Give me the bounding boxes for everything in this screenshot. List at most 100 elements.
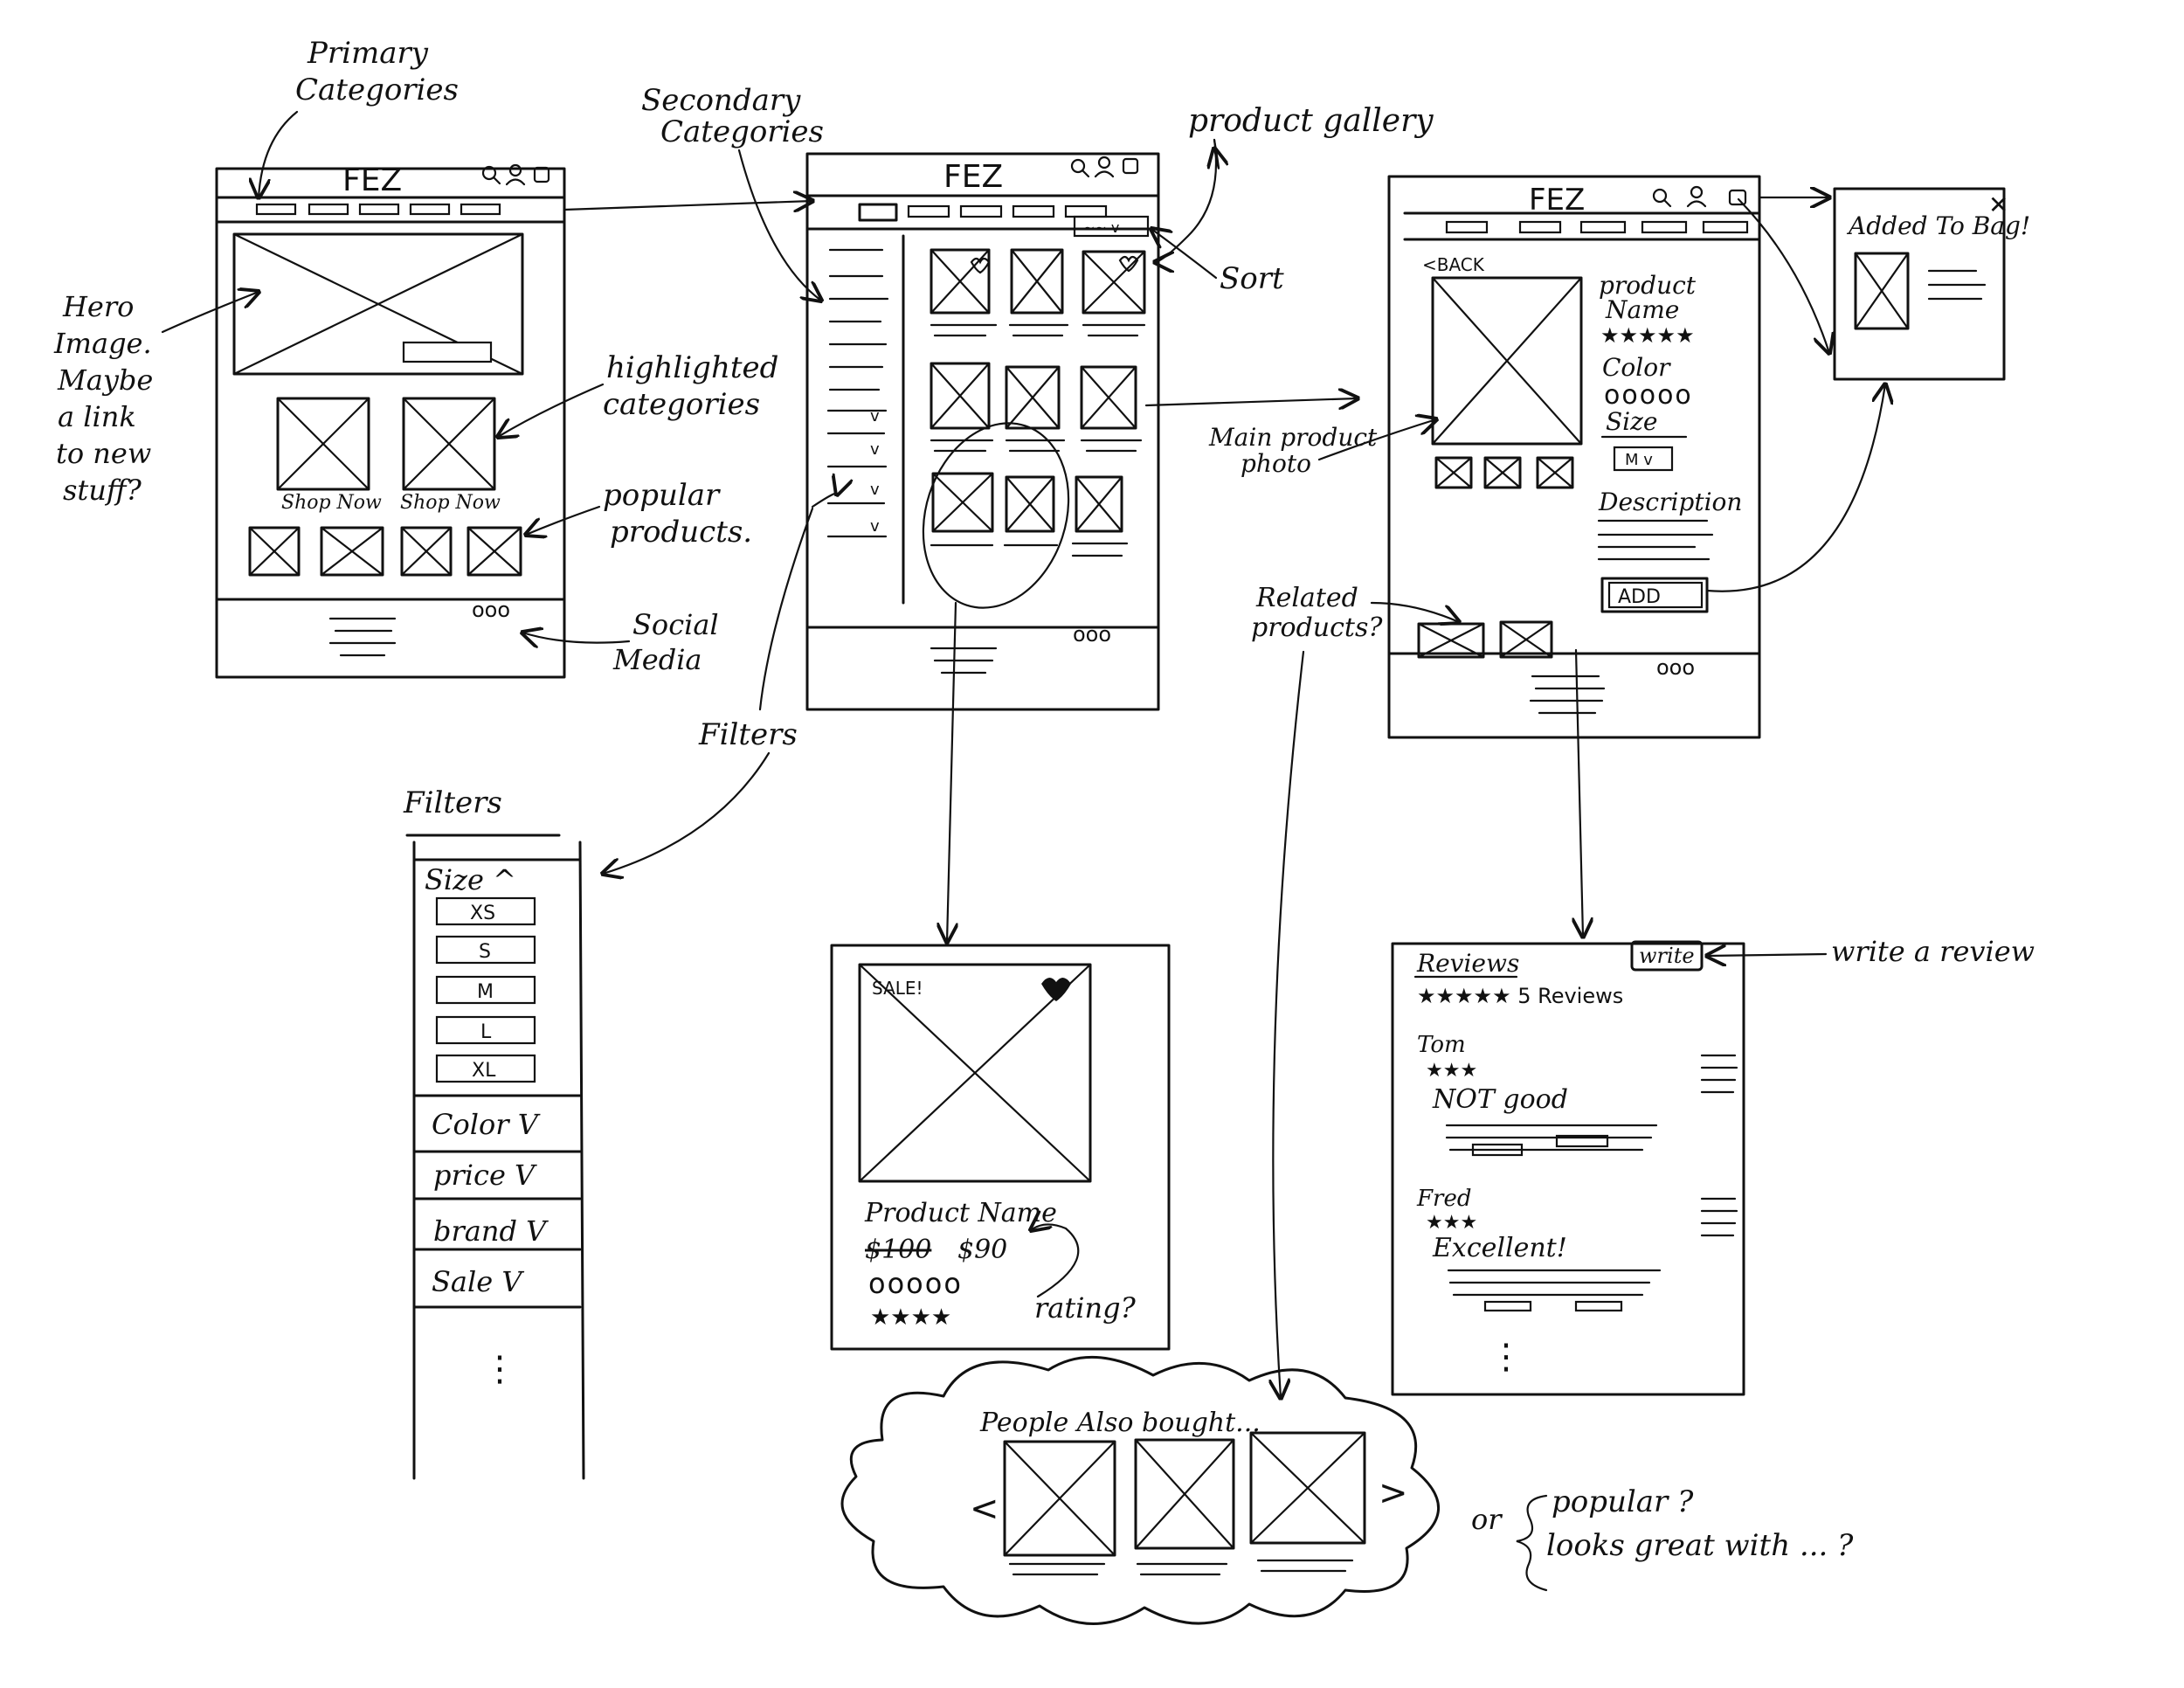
reviews-summary: ★★★★★ 5 Reviews	[1417, 984, 1623, 1008]
added-to-bag-modal: Added To Bag! ✕	[1833, 187, 2030, 381]
back-link[interactable]: <BACK	[1422, 254, 1485, 275]
reviews-wireframe: Reviews write ★★★★★ 5 Reviews Tom ★★★ NO…	[1391, 940, 1745, 1396]
flow-arrow-listing-to-product	[1144, 398, 1358, 405]
color-label: Color	[1602, 353, 1671, 382]
carousel-prev-arrow[interactable]: <	[970, 1489, 999, 1529]
close-icon[interactable]: ✕	[1988, 190, 2008, 219]
product-rating-stars: ★★★★★	[1600, 323, 1695, 348]
size-options[interactable]: XS S M L XL	[435, 896, 536, 1083]
review-item-tom: Tom ★★★ NOT good	[1417, 1032, 1738, 1157]
svg-text:Primary: Primary	[307, 36, 429, 71]
listing-filter-sidebar[interactable]: v v v v	[826, 407, 888, 538]
home-primary-categories-nav[interactable]	[255, 203, 501, 216]
filter-size-header[interactable]: Size ^	[425, 863, 516, 896]
home-logo: FEZ	[342, 163, 402, 198]
svg-text:★★★: ★★★	[1426, 1060, 1477, 1082]
size-select[interactable]	[1613, 446, 1674, 472]
write-review-button[interactable]	[1630, 940, 1704, 972]
product-thumbnails[interactable]	[1434, 456, 1574, 489]
home-highlighted-category-1[interactable]	[276, 397, 370, 491]
favorite-heart-icon[interactable]	[1041, 977, 1071, 1001]
home-page-wireframe: FEZ Shop Now Shop No	[215, 163, 566, 679]
svg-text:a link: a link	[58, 400, 136, 433]
svg-text:product gallery: product gallery	[1188, 103, 1434, 139]
home-hero-image[interactable]	[232, 232, 524, 376]
annotation-sort: Sort	[1151, 229, 1284, 296]
home-social-icons[interactable]: ooo	[472, 598, 510, 622]
svg-text:Categories: Categories	[295, 73, 459, 107]
size-option-m[interactable]: M	[477, 981, 494, 1003]
flow-arrow-home-to-listing	[563, 201, 812, 210]
svg-text:Maybe: Maybe	[57, 363, 153, 397]
svg-text:Image.: Image.	[53, 327, 152, 360]
listing-page-wireframe: FEZ ~~ v v	[805, 152, 1160, 711]
product-card-highlight-circle	[922, 422, 1070, 609]
svg-text:Related: Related	[1255, 583, 1358, 613]
flow-arrow-product-to-reviews	[1576, 648, 1583, 937]
listing-primary-categories-nav[interactable]	[858, 203, 1108, 222]
annotation-hero-image: Hero Image. Maybe a link to new stuff?	[53, 290, 259, 507]
size-option-xl[interactable]: XL	[472, 1060, 496, 1082]
svg-text:NOT good: NOT good	[1432, 1084, 1568, 1115]
size-option-xs[interactable]: XS	[470, 903, 495, 924]
svg-text:popular: popular	[603, 478, 721, 513]
home-popular-products	[248, 526, 522, 577]
shop-now-link-1[interactable]: Shop Now	[281, 492, 382, 514]
added-to-bag-title: Added To Bag!	[1846, 211, 2030, 240]
listing-logo: FEZ	[943, 159, 1003, 195]
svg-text:M v: M v	[1625, 451, 1653, 469]
product-gallery-grid[interactable]	[930, 248, 1146, 557]
annotation-social-media: Social Media	[522, 608, 719, 676]
size-label: Size	[1606, 407, 1657, 436]
annotation-popular-products: popular products.	[526, 478, 752, 550]
reviews-title: Reviews	[1416, 949, 1519, 978]
size-option-l[interactable]: L	[480, 1021, 492, 1043]
main-product-photo[interactable]	[1431, 276, 1583, 446]
related-products-thumbnails[interactable]	[1417, 620, 1553, 659]
product-page-logo: FEZ	[1529, 183, 1585, 218]
svg-text:write: write	[1639, 944, 1695, 968]
product-name-line-1: product	[1599, 271, 1697, 300]
filter-sale[interactable]: Sale V	[432, 1265, 524, 1298]
filter-color[interactable]: Color V	[432, 1108, 541, 1141]
home-highlighted-category-2[interactable]	[402, 397, 496, 491]
svg-text:★★★: ★★★	[1426, 1212, 1477, 1234]
svg-text:Sort: Sort	[1220, 261, 1284, 296]
people-also-bought-title: People Also bought...	[979, 1408, 1261, 1438]
svg-text:or: or	[1471, 1503, 1503, 1536]
review-item-fred: Fred ★★★ Excellent!	[1416, 1186, 1738, 1312]
svg-text:looks great with ... ?: looks great with ... ?	[1546, 1528, 1854, 1563]
sale-badge: SALE!	[872, 978, 923, 999]
annotation-alternatives: or popular ? looks great with ... ?	[1471, 1484, 1854, 1592]
size-option-s[interactable]: S	[479, 941, 491, 963]
listing-social-icons[interactable]: ooo	[1073, 622, 1111, 647]
svg-text:v: v	[870, 407, 880, 425]
annotation-product-gallery: product gallery	[1155, 103, 1434, 262]
product-page-social-icons[interactable]: ooo	[1656, 655, 1695, 680]
svg-text:to new: to new	[56, 437, 151, 470]
product-page-categories-nav[interactable]	[1445, 220, 1749, 234]
filter-brand[interactable]: brand V	[433, 1214, 549, 1248]
product-card-image[interactable]	[858, 963, 1092, 1183]
svg-text:categories: categories	[603, 387, 760, 422]
secondary-categories-sidebar[interactable]	[828, 248, 889, 391]
annotation-secondary-categories: Secondary Categories	[641, 83, 824, 301]
carousel-product-images[interactable]	[1003, 1431, 1366, 1557]
annotation-related-products: Related products?	[1251, 583, 1459, 643]
svg-text:Media: Media	[612, 643, 702, 676]
product-detail-page-wireframe: FEZ <BACK product Name ★★★★★ Color	[1387, 175, 1761, 739]
svg-text:Fred: Fred	[1416, 1186, 1472, 1212]
added-item-image	[1854, 252, 1910, 330]
filter-price[interactable]: price V	[433, 1159, 537, 1192]
color-swatches[interactable]: ooooo	[1604, 380, 1693, 411]
carousel-caption-lines	[1008, 1559, 1354, 1576]
annotation-rating: rating?	[1034, 1291, 1137, 1325]
sort-dropdown-label: ~~ v	[1083, 219, 1119, 236]
carousel-next-arrow[interactable]: >	[1379, 1473, 1408, 1513]
shop-now-link-2[interactable]: Shop Now	[400, 492, 501, 514]
add-to-bag-button[interactable]: ADD	[1600, 577, 1709, 613]
product-card-swatches[interactable]: ooooo	[868, 1267, 963, 1300]
listing-header-icons	[1070, 156, 1139, 178]
shopping-bag-icon[interactable]	[1728, 189, 1747, 206]
